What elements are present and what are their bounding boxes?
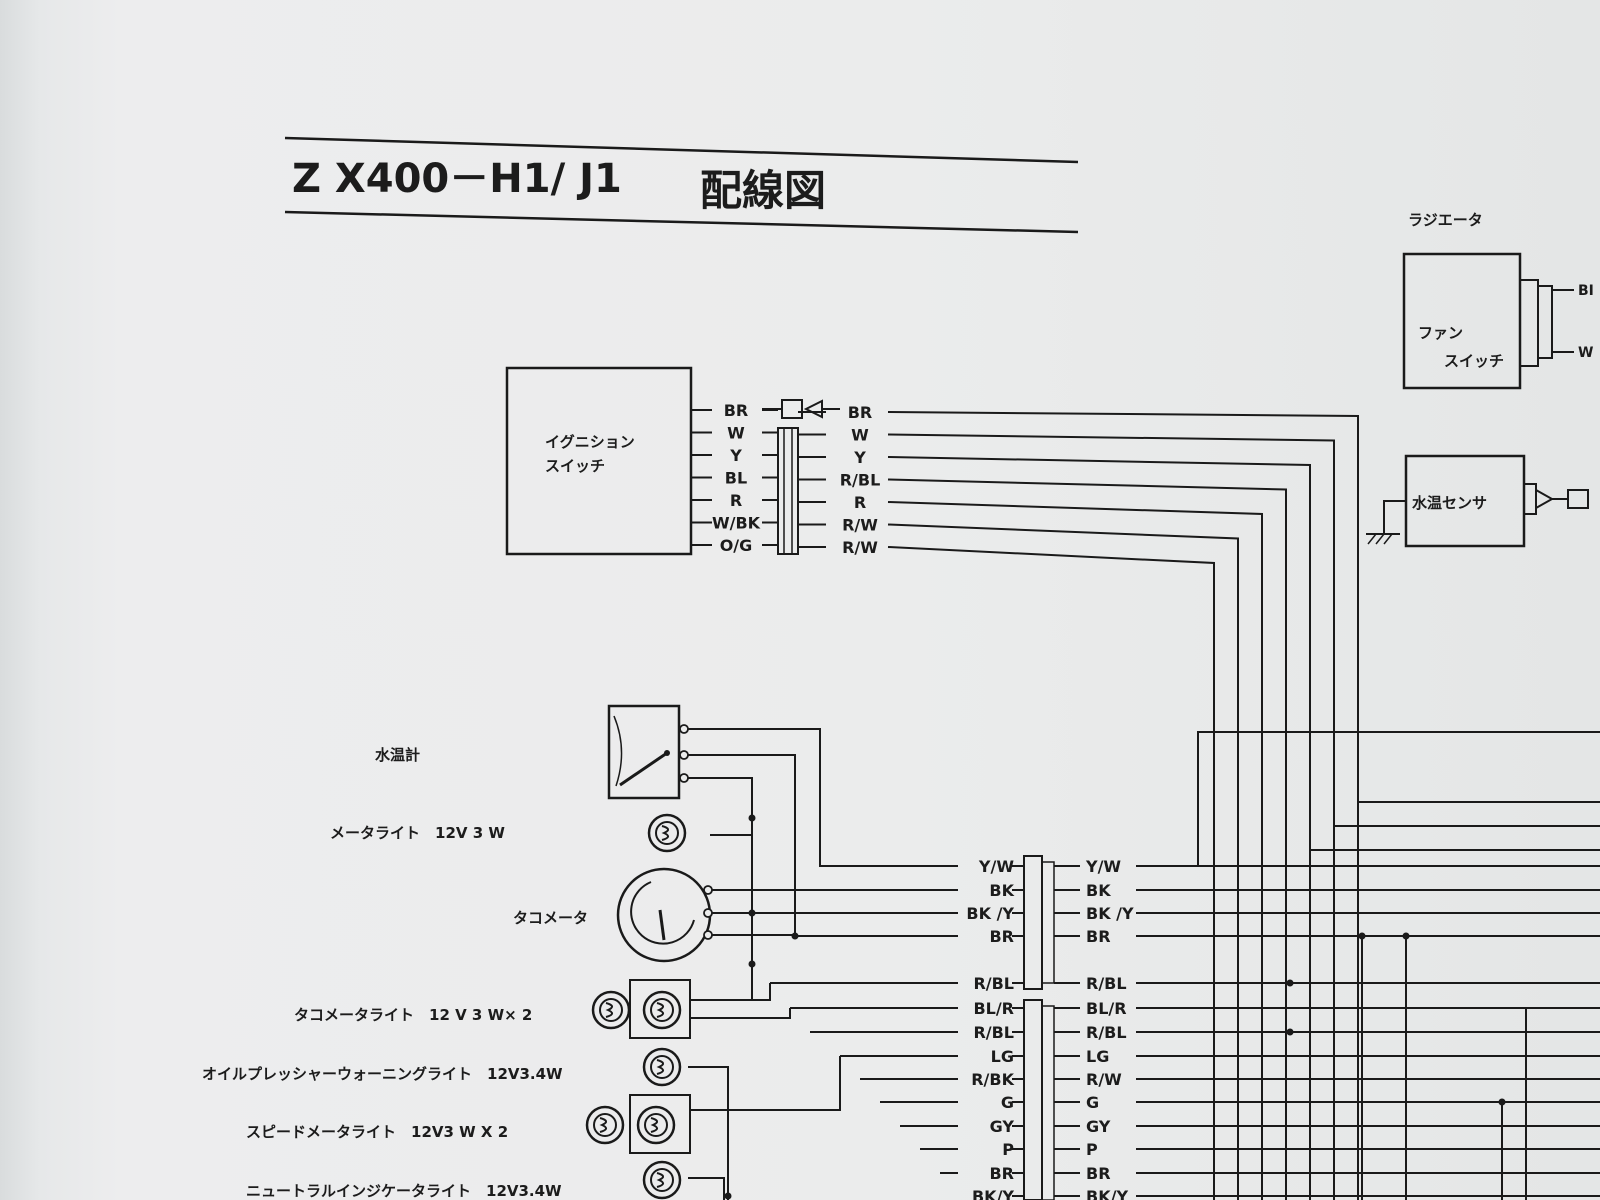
meter-left-wire-label-9: G [1001,1093,1014,1112]
meter-left-wire-label-10: GY [990,1117,1015,1136]
speedometer-light-label: スピードメータライト 12V3 W X 2 [246,1123,508,1141]
meter-right-wire-label-6: R/BL [1086,1023,1127,1042]
ignition-connector-wire-label-6: R/W [842,538,878,557]
ignition-connector [777,399,823,555]
ignition-wire-label-0: BR [724,401,749,420]
gauge-terminal [679,724,689,734]
meter-left-wire-label-13: BK/Y [972,1187,1014,1200]
ignition-wire-label-5: W/BK [712,514,761,533]
meter-connector-upper [1023,855,1055,990]
gauge-terminal [703,908,713,918]
fan-wire-w: W [1578,345,1593,361]
meter-right-wire-label-4: R/BL [1086,974,1127,993]
gauge-terminal [703,930,713,940]
water-temp-gauge-label: 水温計 [375,746,420,764]
meter-right-wire-label-2: BK /Y [1086,904,1134,923]
lamp-symbols [585,724,713,1200]
meter-left-wire-label-3: BR [989,927,1014,946]
meter-left-wire-label-1: BK [989,881,1014,900]
meter-light-label: メータライト 12V 3 W [330,824,505,842]
water-temp-sensor-label: 水温センサ [1412,494,1487,512]
sensor-connector [1523,483,1589,515]
meter-left-wire-label-7: LG [991,1047,1014,1066]
ignition-connector-wire-label-0: BR [848,403,873,422]
meter-right-wire-label-11: P [1086,1140,1098,1159]
meter-left-wire-label-12: BR [989,1164,1014,1183]
fan-wire-bi: BI [1578,283,1594,299]
meter-left-wire-label-6: R/BL [973,1023,1014,1042]
ignition-wire-label-6: O/G [720,536,753,555]
gauge-terminal [703,885,713,895]
radiator-label: ラジエータ [1408,211,1483,229]
oil-pressure-light-bulb [642,1047,682,1087]
speedometer-light-bulb-1 [585,1105,625,1145]
meter-right-wire-label-10: GY [1086,1117,1111,1136]
tachometer-gauge [616,867,712,963]
tach-light-label: タコメータライト 12 V 3 W× 2 [294,1006,532,1024]
title-model: Z X400－H1/ J1 [292,156,622,202]
meter-right-wire-label-5: BL/R [1086,999,1127,1018]
ignition-wire-label-3: BL [725,469,747,488]
ignition-connector-wire-label-3: R/BL [840,471,881,490]
fan-switch-label: ファンスイッチ [1418,324,1504,370]
tachometer-label: タコメータ [513,909,588,927]
meter-right-wire-label-1: BK [1086,881,1111,900]
ignition-connector-wire-label-4: R [854,493,866,512]
ground-symbol [1366,500,1406,545]
wire-harness-trunk [1136,731,1600,1200]
meter-left-wire-label-5: BL/R [973,999,1014,1018]
ignition-connector-wire-label-2: Y [853,448,866,467]
meter-left-wire-label-4: R/BL [973,974,1014,993]
meter-right-wire-label-3: BR [1086,927,1111,946]
neutral-light-bulb [642,1160,682,1200]
speedometer-light-holder [629,1094,691,1154]
ignition-wire-label-2: Y [729,446,742,465]
meter-light-bulb [647,813,687,853]
ignition-connector-wire-label-5: R/W [842,516,878,535]
neutral-light-label: ニュートラルインジケータライト 12V3.4W [246,1182,562,1200]
meter-left-wire-label-2: BK /Y [966,904,1014,923]
tach-light-bulb-1 [591,990,631,1030]
meter-left-wire-label-8: R/BK [971,1070,1014,1089]
oil-pressure-light-label: オイルプレッシャーウォーニングライト 12V3.4W [202,1065,563,1083]
gauge-terminal [679,773,689,783]
title-suffix: 配線図 [700,166,826,215]
tach-light-bulb-2 [642,990,682,1030]
ignition-wire-label-1: W [727,424,745,443]
meter-connector-lower [1023,999,1055,1200]
meter-right-wire-label-9: G [1086,1093,1099,1112]
meter-right-wire-label-8: R/W [1086,1070,1122,1089]
meter-right-wire-label-0: Y/W [1085,857,1121,876]
ignition-connector-wire-label-1: W [851,426,869,445]
meter-right-wire-label-13: BK/Y [1086,1187,1128,1200]
meter-wires: Y/W Y/W BK BK BK /Y BK /Y BR BR R/BL R/BL BL/R BL/R… [688,728,1600,1200]
gauge-terminal [679,750,689,760]
ignition-wire-label-4: R [730,491,742,510]
fan-switch-connector [1519,279,1574,367]
water-temp-gauge [607,704,681,800]
meter-right-wire-label-7: LG [1086,1047,1109,1066]
speedometer-light-bulb-2 [636,1105,676,1145]
meter-right-wire-label-12: BR [1086,1164,1111,1183]
ignition-switch-label: イグニションスイッチ [545,433,635,475]
ignition-switch-box [505,366,693,556]
meter-left-wire-label-0: Y/W [978,857,1014,876]
meter-left-wire-label-11: P [1002,1140,1014,1159]
